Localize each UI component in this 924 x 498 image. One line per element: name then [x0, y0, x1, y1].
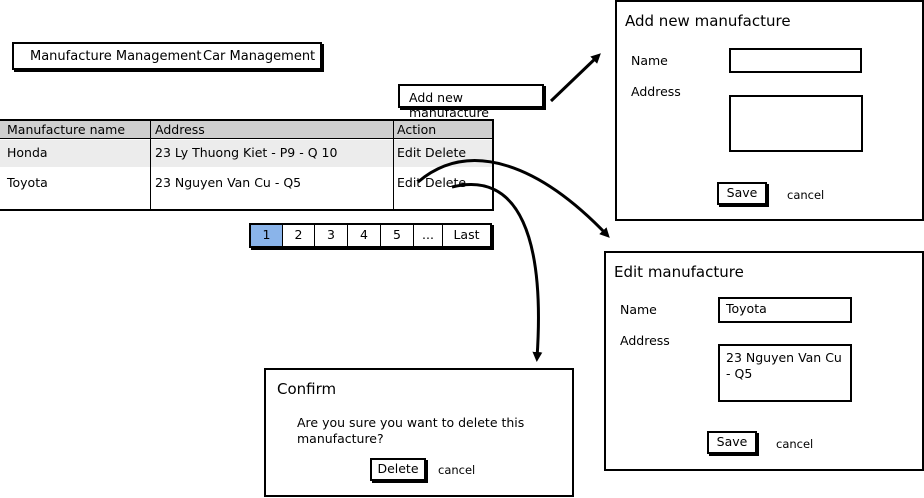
page-4-button[interactable]: 4 [348, 225, 381, 246]
row-name: Honda [7, 145, 48, 160]
cancel-link[interactable]: cancel [787, 188, 825, 202]
cancel-link[interactable]: cancel [438, 463, 476, 477]
name-label: Name [620, 302, 657, 317]
page-last-button[interactable]: Last [453, 227, 480, 242]
main-nav: Manufacture Management Car Management [12, 42, 322, 70]
delete-button[interactable]: Delete [370, 458, 426, 481]
add-manufacture-button[interactable]: Add new manufacture [398, 84, 544, 120]
arrow-to-confirm-dialog [451, 183, 543, 362]
delete-link[interactable]: Delete [425, 145, 467, 160]
page-1-button[interactable]: 1 [251, 225, 283, 246]
column-header-address: Address [155, 122, 205, 137]
name-label: Name [631, 53, 668, 68]
confirm-message: Are you sure you want to delete this man… [297, 415, 525, 446]
save-button[interactable]: Save [717, 182, 767, 205]
name-input[interactable] [729, 48, 862, 73]
address-textarea[interactable]: 23 Nguyen Van Cu - Q5 [718, 344, 852, 402]
confirm-delete-dialog: Confirm Are you sure you want to delete … [264, 368, 574, 497]
address-label: Address [631, 84, 681, 99]
manufacture-table: Manufacture name Address Action Honda 23… [0, 119, 494, 211]
address-textarea[interactable] [729, 95, 863, 152]
page-5-button[interactable]: 5 [381, 225, 414, 246]
row-address: 23 Ly Thuong Kiet - P9 - Q 10 [155, 145, 338, 160]
save-button[interactable]: Save [707, 431, 757, 454]
nav-item-car-management[interactable]: Car Management [203, 49, 316, 64]
add-manufacture-dialog: Add new manufacture Name Address Save ca… [615, 0, 924, 221]
edit-link[interactable]: Edit [397, 145, 422, 160]
dialog-title: Confirm [277, 380, 337, 398]
edit-link[interactable]: Edit [397, 175, 422, 190]
nav-item-manufacture-management[interactable]: Manufacture Management [30, 49, 202, 64]
edit-manufacture-dialog: Edit manufacture Name Toyota Address 23 … [604, 251, 924, 471]
dialog-title: Add new manufacture [625, 12, 791, 30]
cancel-link[interactable]: cancel [776, 437, 814, 451]
address-label: Address [620, 333, 670, 348]
page-ellipsis: ... [414, 225, 443, 246]
column-header-action: Action [397, 122, 437, 137]
page-2-button[interactable]: 2 [283, 225, 315, 246]
pagination: 1 2 3 4 5 ... Last [249, 223, 492, 248]
dialog-title: Edit manufacture [614, 263, 744, 281]
column-header-name: Manufacture name [7, 122, 126, 137]
name-input[interactable]: Toyota [718, 297, 852, 323]
table-row-background [0, 140, 492, 167]
table-header [0, 121, 492, 139]
arrow-to-edit-dialog [417, 159, 610, 238]
arrow-to-add-dialog [549, 53, 601, 103]
row-address: 23 Nguyen Van Cu - Q5 [155, 175, 302, 190]
page-3-button[interactable]: 3 [315, 225, 348, 246]
row-name: Toyota [7, 175, 48, 190]
